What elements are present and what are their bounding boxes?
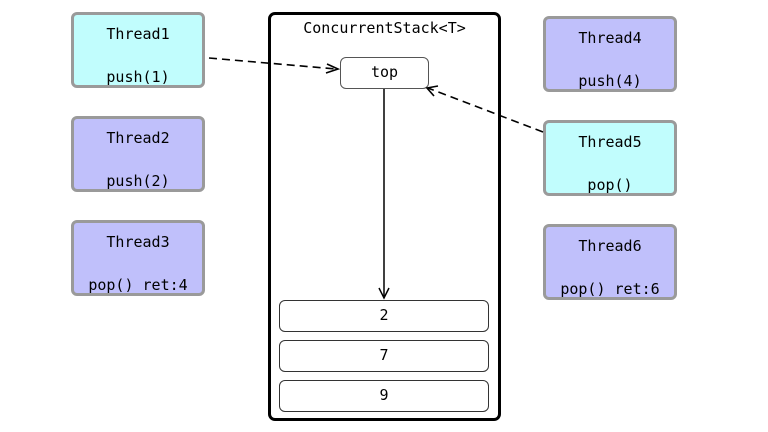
- thread-4-box: Thread4 push(4): [543, 16, 677, 92]
- thread-6-op: pop() ret:6: [560, 280, 660, 298]
- stack-title: ConcurrentStack<T>: [303, 19, 466, 37]
- thread-5-op: pop(): [587, 176, 633, 194]
- thread-5-box: Thread5 pop(): [543, 120, 677, 196]
- thread5-to-top-arrowhead: [425, 85, 439, 97]
- thread-2-op: push(2): [106, 172, 170, 190]
- thread5-to-top-arrow: [427, 87, 544, 133]
- thread-3-name: Thread3: [106, 233, 170, 251]
- top-to-head-arrowhead: [378, 287, 390, 300]
- thread-2-name: Thread2: [106, 129, 170, 147]
- top-pointer: top: [340, 57, 429, 89]
- stack-item-2: 7: [279, 340, 489, 372]
- thread-3-box: Thread3 pop() ret:4: [71, 220, 205, 296]
- thread-2-box: Thread2 push(2): [71, 116, 205, 192]
- stack-item-1: 2: [279, 300, 489, 332]
- thread-1-box: Thread1 push(1): [71, 12, 205, 88]
- stack-item-3: 9: [279, 380, 489, 412]
- thread-1-name: Thread1: [106, 25, 170, 43]
- thread1-to-top-arrow: [208, 57, 337, 70]
- thread-4-op: push(4): [578, 72, 642, 90]
- thread-3-op: pop() ret:4: [88, 276, 188, 294]
- thread-1-op: push(1): [106, 68, 170, 86]
- thread-4-name: Thread4: [578, 29, 642, 47]
- thread-6-box: Thread6 pop() ret:6: [543, 224, 677, 300]
- concurrent-stack-container: [268, 12, 501, 421]
- thread1-to-top-arrowhead: [325, 63, 341, 74]
- thread-5-name: Thread5: [578, 133, 642, 151]
- thread-6-name: Thread6: [578, 237, 642, 255]
